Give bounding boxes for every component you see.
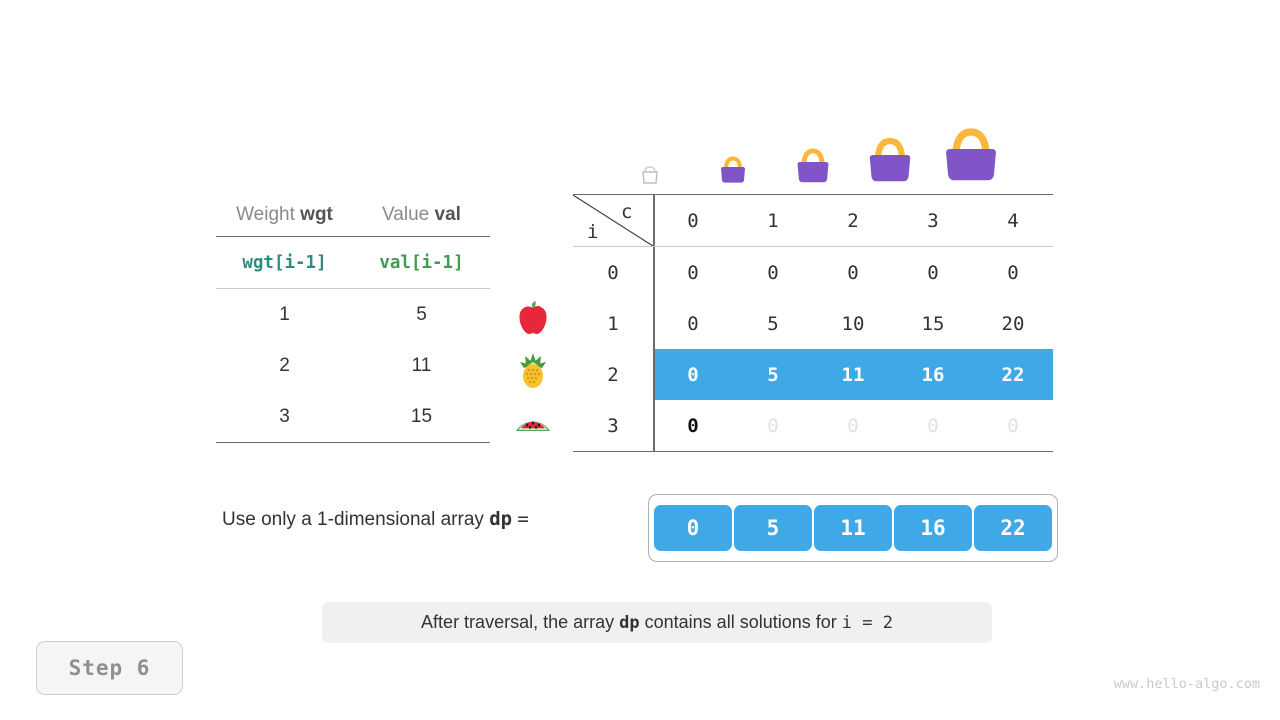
caption-expr: i = 2 [841, 612, 893, 633]
dp-corner-label-i: i [587, 221, 599, 243]
dp-array-label-text: Use only a 1-dimensional array [222, 509, 484, 530]
bag-icons-row [573, 120, 1053, 192]
bag-icon-3 [860, 133, 920, 190]
dp-cell-2-3: 16 [921, 363, 945, 386]
item-table-row: 1 5 [216, 289, 490, 340]
item-table-code-wgt: wgt[i-1] [242, 252, 327, 273]
dp-cell-0-2: 0 [847, 261, 859, 284]
item-table-header-weight-var: wgt [300, 204, 333, 225]
dp-col-header-2: 2 [847, 209, 859, 232]
apple-icon [512, 298, 554, 340]
dp-cell-2-4: 22 [1001, 363, 1025, 386]
item-table-code-val: val[i-1] [379, 252, 464, 273]
dp-col-header-0: 0 [687, 209, 699, 232]
watermark: www.hello-algo.com [1113, 676, 1260, 692]
dp-array-label-eq: = [517, 508, 529, 530]
dp-cell-3-2: 0 [847, 414, 859, 437]
dp-col-header-1: 1 [767, 209, 779, 232]
dp-array-cell-3[interactable]: 16 [894, 505, 972, 551]
item-table-header-weight-plain: Weight [236, 204, 295, 225]
dp-array-label-var: dp [489, 508, 513, 530]
item-table-header-value-var: val [434, 204, 461, 225]
item-table-header-row: Weight wgt Value val [216, 194, 490, 236]
pineapple-icon [512, 349, 554, 391]
dp-array-cell-1[interactable]: 5 [734, 505, 812, 551]
item-value-1: 5 [416, 303, 427, 325]
dp-col-header-4: 4 [1007, 209, 1019, 232]
corner-diagonal-line [573, 195, 653, 246]
dp-matrix-table: c i 0 1 2 3 4 0 0 0 0 0 0 1 [573, 194, 1053, 452]
dp-cell-3-0: 0 [687, 414, 699, 437]
dp-table-divider-header [573, 246, 1053, 247]
dp-array-cell-2[interactable]: 11 [814, 505, 892, 551]
dp-cell-1-2: 10 [841, 312, 865, 335]
item-table-divider-top [216, 236, 490, 237]
dp-array-cell-0[interactable]: 0 [654, 505, 732, 551]
dp-cell-3-3: 0 [927, 414, 939, 437]
dp-row-header-0: 0 [607, 261, 619, 284]
dp-corner-label-c: c [621, 201, 633, 223]
dp-cell-1-4: 20 [1001, 312, 1025, 335]
item-weight-1: 1 [279, 303, 290, 325]
dp-vertical-divider [653, 195, 655, 246]
bag-icon-2 [789, 145, 837, 190]
dp-row-header-1: 1 [607, 312, 619, 335]
item-value-3: 15 [410, 405, 433, 427]
item-weight-2: 2 [279, 354, 290, 376]
dp-vertical-divider [653, 400, 655, 451]
item-table-divider-bottom [216, 442, 490, 443]
dp-table-header-row: c i 0 1 2 3 4 [573, 195, 1053, 246]
item-table-row: 3 15 [216, 391, 490, 442]
dp-cell-2-1: 5 [767, 363, 779, 386]
step-badge: Step 6 [36, 641, 183, 695]
dp-cell-3-4: 0 [1007, 414, 1019, 437]
dp-cell-1-1: 5 [767, 312, 779, 335]
bag-icon-1 [714, 153, 752, 190]
dp-cell-2-2: 11 [841, 363, 865, 386]
dp-row-header-3: 3 [607, 414, 619, 437]
dp-cell-0-1: 0 [767, 261, 779, 284]
dp-table-row-highlighted: 2 0 5 11 16 22 [573, 349, 1053, 400]
item-table-header-value: Value val [353, 204, 490, 226]
dp-vertical-divider [653, 349, 655, 400]
item-table-code-row: wgt[i-1] val[i-1] [216, 237, 490, 288]
dp-cell-0-0: 0 [687, 261, 699, 284]
dp-table-row: 3 0 0 0 0 0 [573, 400, 1053, 451]
dp-table-divider-top [573, 194, 1053, 195]
dp-array-label: Use only a 1-dimensional array dp = [222, 508, 529, 531]
dp-cell-1-0: 0 [687, 312, 699, 335]
item-weight-3: 3 [279, 405, 290, 427]
item-table-row: 2 11 [216, 340, 490, 391]
dp-cell-0-4: 0 [1007, 261, 1019, 284]
dp-vertical-divider [653, 247, 655, 298]
item-table-header-weight: Weight wgt [216, 204, 353, 226]
dp-table-row: 0 0 0 0 0 0 [573, 247, 1053, 298]
dp-cell-0-3: 0 [927, 261, 939, 284]
dp-cell-2-0: 0 [687, 363, 699, 386]
dp-array-cell-4[interactable]: 22 [974, 505, 1052, 551]
caption-var: dp [619, 612, 640, 633]
item-table-divider-mid [216, 288, 490, 289]
bag-icon-empty [639, 165, 661, 190]
dp-vertical-divider [653, 298, 655, 349]
caption-part1: After traversal, the array [421, 612, 615, 632]
dp-table-divider-bottom [573, 451, 1053, 452]
dp-row-header-2: 2 [607, 363, 619, 386]
dp-table-row: 1 0 5 10 15 20 [573, 298, 1053, 349]
watermelon-icon [512, 400, 554, 442]
caption-part2: contains all solutions for [644, 612, 837, 632]
caption-banner: After traversal, the array dp contains a… [322, 602, 992, 643]
dp-cell-3-1: 0 [767, 414, 779, 437]
bag-icon-4 [935, 123, 1007, 190]
dp-row-highlight-band [653, 349, 1053, 400]
item-table-header-value-plain: Value [382, 204, 430, 225]
dp-cell-1-3: 15 [921, 312, 945, 335]
item-value-2: 11 [411, 354, 432, 376]
dp-array-container: 0 5 11 16 22 [648, 494, 1058, 562]
dp-col-header-3: 3 [927, 209, 939, 232]
item-weight-value-table: Weight wgt Value val wgt[i-1] val[i-1] 1… [216, 194, 490, 443]
